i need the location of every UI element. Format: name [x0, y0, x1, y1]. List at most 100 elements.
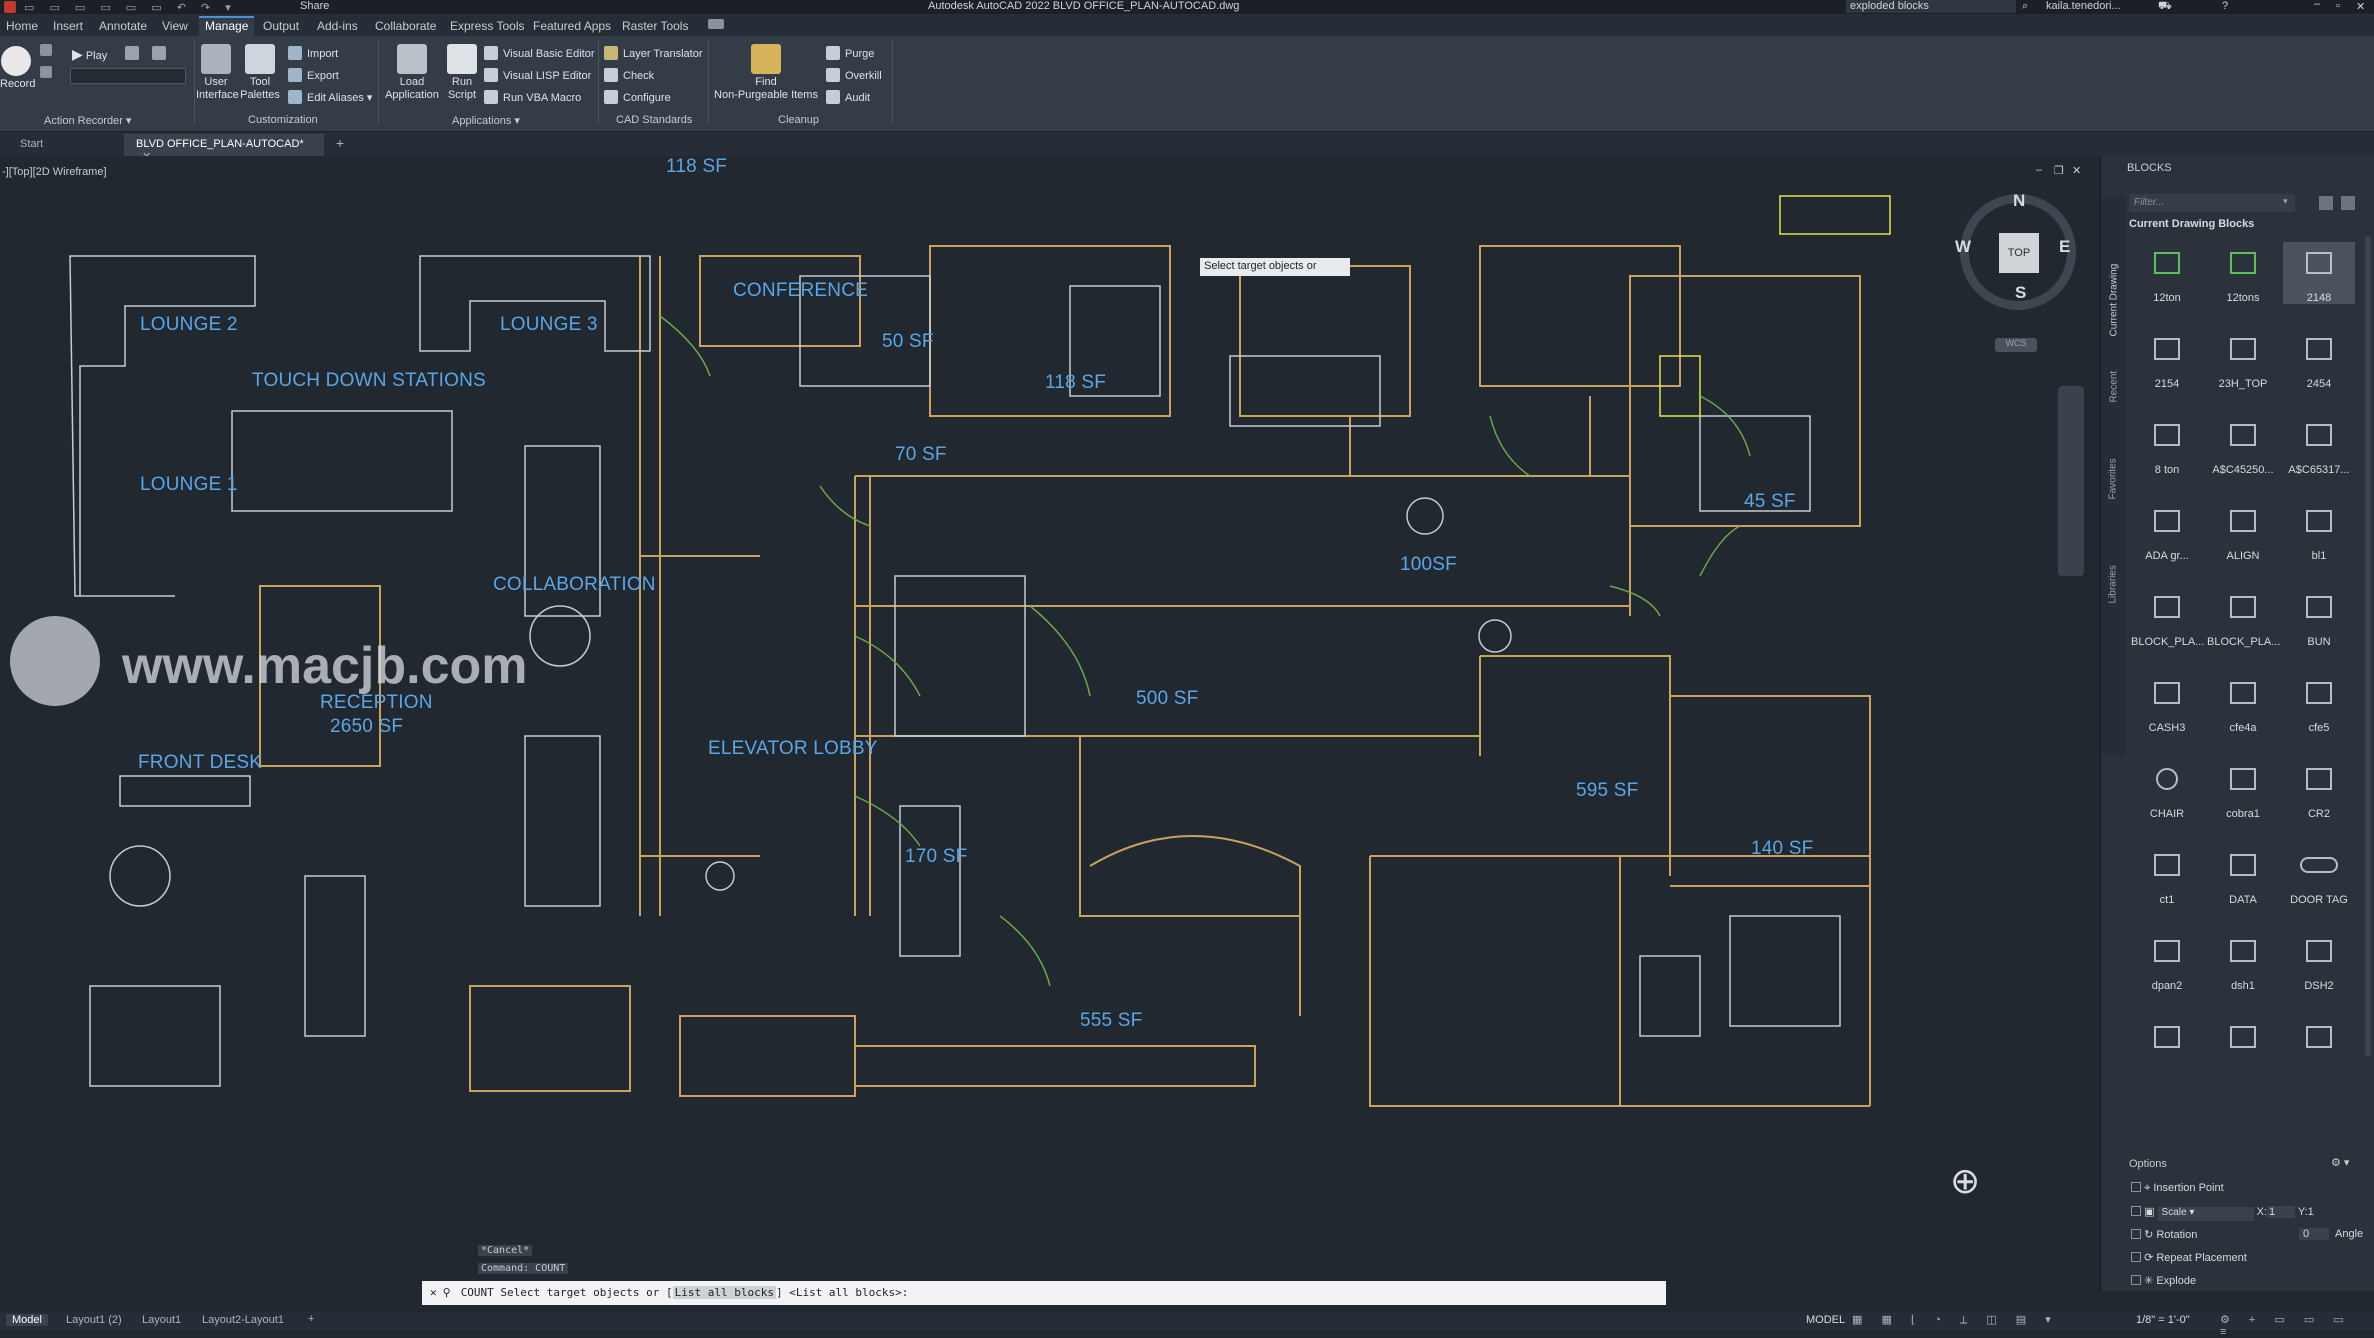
macro-small-icon-2[interactable]: [152, 46, 166, 60]
checkbox[interactable]: [2131, 1252, 2141, 1262]
app-menu-icon[interactable]: [4, 1, 16, 13]
option-insertion-point[interactable]: ⌖ Insertion Point: [2131, 1182, 2371, 1195]
share-button[interactable]: Share: [300, 0, 330, 12]
tab-start[interactable]: Start: [20, 138, 44, 150]
angle-input[interactable]: 0: [2299, 1228, 2329, 1240]
command-customize-icon[interactable]: ⚲: [442, 1286, 451, 1299]
side-tab-current-drawing[interactable]: Current Drawing: [2108, 263, 2120, 337]
close-button[interactable]: ✕: [2356, 1, 2366, 13]
block-item[interactable]: 2148: [2283, 242, 2355, 304]
layer-translator-button[interactable]: Layer Translator: [604, 46, 702, 60]
block-item[interactable]: cfe4a: [2207, 672, 2279, 734]
maximize-button[interactable]: ▫: [2336, 0, 2340, 12]
panel-action-recorder[interactable]: Action Recorder ▾: [44, 115, 132, 127]
block-item[interactable]: CHAIR: [2131, 758, 2203, 820]
panel-applications[interactable]: Applications ▾: [452, 115, 520, 127]
command-close-icon[interactable]: ✕: [430, 1286, 437, 1299]
floor-plan-drawing[interactable]: [0, 156, 2100, 1291]
tab-express-tools[interactable]: Express Tools: [450, 19, 525, 33]
compass-west[interactable]: W: [1955, 237, 1972, 256]
annotation-scale[interactable]: 1/8" = 1'-0": [2136, 1314, 2190, 1326]
viewport-minimize-icon[interactable]: –: [2036, 164, 2043, 176]
block-item[interactable]: BUN: [2283, 586, 2355, 648]
import-button[interactable]: Import: [288, 46, 338, 60]
option-repeat-placement[interactable]: ⟳ Repeat Placement: [2131, 1251, 2371, 1264]
checkbox[interactable]: [2131, 1229, 2141, 1239]
search-input[interactable]: exploded blocks: [1846, 0, 2016, 13]
user-menu[interactable]: kaila.tenedori...: [2046, 0, 2121, 12]
tab-manage[interactable]: Manage: [199, 16, 255, 36]
recorder-small-icon[interactable]: [40, 44, 52, 56]
overkill-button[interactable]: Overkill: [826, 68, 882, 82]
navigation-bar[interactable]: [2058, 386, 2084, 576]
panel-cad-standards[interactable]: CAD Standards: [616, 114, 693, 126]
tab-view[interactable]: View: [162, 19, 188, 33]
filter-input[interactable]: Filter...: [2129, 194, 2295, 212]
block-item[interactable]: 12ton: [2131, 242, 2203, 304]
view-cube-top[interactable]: TOP: [1999, 233, 2039, 273]
compass-south[interactable]: S: [2015, 283, 2027, 302]
viewport-restore-icon[interactable]: ❐: [2054, 165, 2064, 177]
palette-view-icon[interactable]: [2319, 196, 2333, 210]
export-button[interactable]: Export: [288, 68, 339, 82]
audit-button[interactable]: Audit: [826, 90, 870, 104]
block-item[interactable]: A$C65317...: [2283, 414, 2355, 476]
search-icon[interactable]: ⌕: [2022, 0, 2029, 12]
wcs-menu[interactable]: WCS: [1995, 338, 2037, 352]
macro-select[interactable]: [70, 68, 186, 84]
checkbox[interactable]: [2131, 1182, 2141, 1192]
block-item[interactable]: ADA gr...: [2131, 500, 2203, 562]
viewport-controls[interactable]: -][Top][2D Wireframe]: [2, 166, 107, 178]
configure-button[interactable]: Configure: [604, 90, 671, 104]
panel-customization[interactable]: Customization: [248, 114, 318, 126]
block-item[interactable]: 23H_TOP: [2207, 328, 2279, 390]
tab-active-drawing[interactable]: BLVD OFFICE_PLAN-AUTOCAD* ✕: [124, 134, 324, 163]
lisp-editor-button[interactable]: Visual LISP Editor: [484, 68, 591, 82]
tab-insert[interactable]: Insert: [53, 19, 84, 33]
tab-add-ins[interactable]: Add-ins: [317, 19, 358, 33]
status-tools-icons[interactable]: ⚙ + ▭ ▭ ▭ ≡: [2220, 1314, 2352, 1338]
viewport-close-icon[interactable]: ✕: [2072, 165, 2082, 177]
ribbon-minimize-icon[interactable]: [708, 19, 724, 29]
purge-button[interactable]: Purge: [826, 46, 874, 60]
grid-icon[interactable]: ▦ ▦ ⌊ ◔ ⟂ ◫ ▤ ▾: [1852, 1314, 2059, 1326]
scale-y-input[interactable]: 1: [2307, 1206, 2314, 1218]
model-space-button[interactable]: MODEL: [1806, 1314, 1846, 1326]
block-item[interactable]: dsh1: [2207, 930, 2279, 992]
tab-home[interactable]: Home: [6, 19, 39, 33]
palette-scrollbar[interactable]: [2365, 236, 2371, 1056]
option-scale[interactable]: ▣ Scale ▾ X:1 Y:1: [2131, 1205, 2371, 1221]
tab-featured-apps[interactable]: Featured Apps: [533, 19, 612, 33]
block-item[interactable]: CR2: [2283, 758, 2355, 820]
block-item[interactable]: 2154: [2131, 328, 2203, 390]
block-item[interactable]: EL - RIG...: [2207, 1016, 2279, 1056]
block-item[interactable]: 12tons: [2207, 242, 2279, 304]
vba-editor-button[interactable]: Visual Basic Editor: [484, 46, 595, 60]
layout-tab-model[interactable]: Model: [6, 1314, 48, 1326]
check-button[interactable]: Check: [604, 68, 654, 82]
option-rotation[interactable]: ↻ Rotation 0 Angle: [2131, 1228, 2371, 1241]
record-button[interactable]: Record: [0, 46, 35, 91]
minimize-button[interactable]: –: [2314, 0, 2321, 10]
tab-collaborate[interactable]: Collaborate: [375, 19, 437, 33]
block-item[interactable]: ct1: [2131, 844, 2203, 906]
quick-access-toolbar[interactable]: ▭ ▭ ▭ ▭ ▭ ▭ ↶ ↷ ▾: [24, 2, 237, 14]
block-item[interactable]: cfe5: [2283, 672, 2355, 734]
block-item[interactable]: egr1: [2131, 1016, 2203, 1056]
drawing-canvas[interactable]: -][Top][2D Wireframe] – ❐ ✕: [0, 156, 2100, 1291]
run-vba-button[interactable]: Run VBA Macro: [484, 90, 581, 104]
recorder-small-icon-2[interactable]: [40, 66, 52, 78]
macro-small-icon[interactable]: [125, 46, 139, 60]
layout-tab[interactable]: Layout1 (2): [66, 1314, 122, 1326]
block-item[interactable]: cobra1: [2207, 758, 2279, 820]
block-item[interactable]: dpan2: [2131, 930, 2203, 992]
checkbox[interactable]: [2131, 1275, 2141, 1285]
block-item[interactable]: BLOCK_PLA...: [2131, 586, 2204, 648]
block-item[interactable]: ALIGN: [2207, 500, 2279, 562]
tab-raster-tools[interactable]: Raster Tools: [622, 19, 689, 33]
tab-annotate[interactable]: Annotate: [99, 19, 148, 33]
block-item[interactable]: A$C45250...: [2207, 414, 2279, 476]
